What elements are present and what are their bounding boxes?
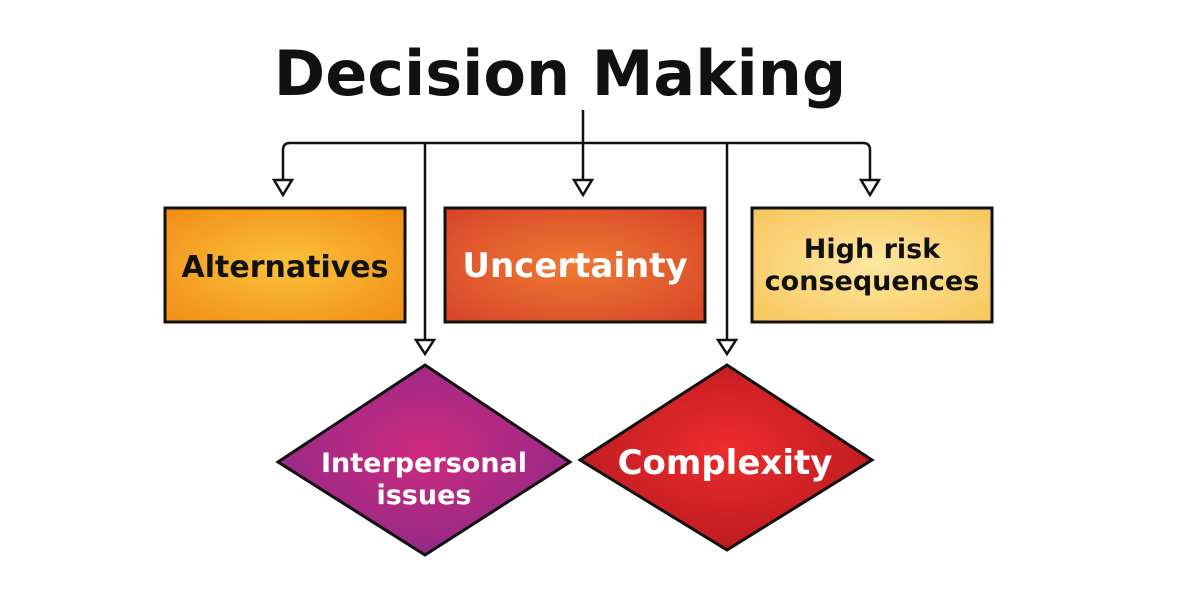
box-alternatives: Alternatives <box>163 206 407 324</box>
diamond-label-line1: Interpersonal <box>321 448 527 479</box>
box-high-risk-consequences: High risk consequences <box>750 206 994 324</box>
diamond-interpersonal-issues: Interpersonal issues <box>275 363 573 557</box>
diamond-complexity: Complexity <box>577 363 875 552</box>
arrow-icon <box>571 178 595 198</box>
diamond-label-line2: issues <box>376 480 471 511</box>
arrow-icon <box>413 338 437 357</box>
box-uncertainty: Uncertainty <box>443 206 707 324</box>
arrow-icon <box>858 178 882 198</box>
diamond-label: Complexity <box>618 443 833 483</box>
box-label: Uncertainty <box>462 246 687 286</box>
box-label: Alternatives <box>182 250 389 285</box>
arrow-icon <box>715 338 739 357</box>
box-label-line2: consequences <box>765 266 980 297</box>
arrowheads <box>271 178 882 357</box>
connector-lines <box>281 110 872 345</box>
box-label-line1: High risk <box>804 234 941 265</box>
diagram-title: Decision Making <box>274 37 847 110</box>
arrow-icon <box>271 178 295 198</box>
